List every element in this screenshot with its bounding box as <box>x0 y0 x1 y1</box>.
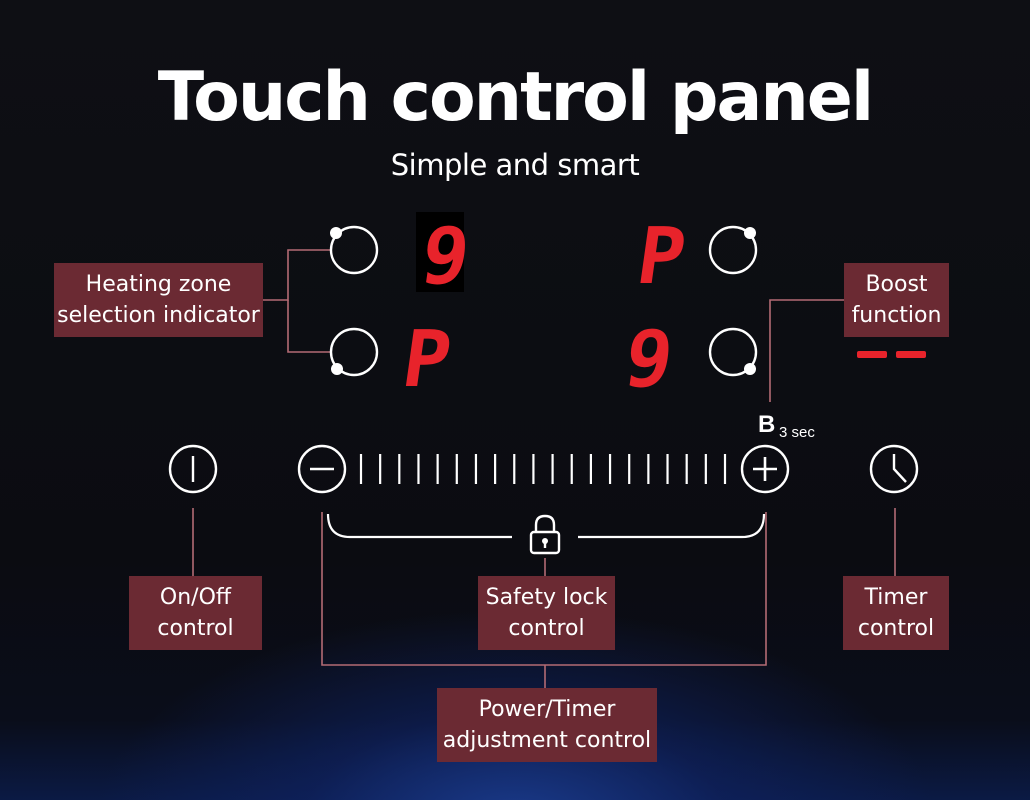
plus-circle-icon <box>740 444 790 494</box>
boost-letter: B <box>758 411 776 438</box>
power-slider[interactable] <box>359 454 727 484</box>
zone-selector-front-right[interactable] <box>708 225 758 275</box>
circle-dot-icon <box>329 225 379 275</box>
minus-button[interactable] <box>297 444 347 494</box>
timer-button[interactable] <box>869 444 919 494</box>
label-timer: Timer control <box>843 576 949 650</box>
connector-boost <box>769 299 844 402</box>
label-heating-zone: Heating zone selection indicator <box>54 263 263 337</box>
lock-bracket <box>326 513 766 539</box>
connector-lines <box>192 249 896 688</box>
page-title: Touch control panel <box>157 58 874 137</box>
label-on-off: On/Off control <box>129 576 262 650</box>
clock-icon <box>869 444 919 494</box>
padlock-icon[interactable] <box>529 514 561 555</box>
power-button[interactable] <box>168 444 218 494</box>
display-bg-front-left <box>416 212 464 292</box>
plus-button[interactable] <box>740 444 790 494</box>
circle-dot-icon <box>708 327 758 377</box>
connector-power-bracket <box>321 512 767 666</box>
zone-selector-rear-right[interactable] <box>708 327 758 377</box>
connector-heating-top <box>263 249 330 301</box>
boost-dashes <box>857 351 926 358</box>
zone-selector-rear-left[interactable] <box>329 327 379 377</box>
boost-duration: 3 sec <box>779 424 815 441</box>
zone-selector-front-left[interactable] <box>329 225 379 275</box>
display-rear-right: 9 <box>619 314 679 405</box>
display-rear-left: P <box>397 314 457 405</box>
display-front-right: P <box>632 211 692 302</box>
power-icon <box>168 444 218 494</box>
circle-dot-icon <box>708 225 758 275</box>
minus-circle-icon <box>297 444 347 494</box>
circle-dot-icon <box>329 327 379 377</box>
label-safety-lock: Safety lock control <box>478 576 615 650</box>
connector-heating-bottom <box>287 300 330 353</box>
label-power-timer: Power/Timer adjustment control <box>437 688 657 762</box>
label-boost: Boost function <box>844 263 949 337</box>
page-subtitle: Simple and smart <box>390 148 640 182</box>
